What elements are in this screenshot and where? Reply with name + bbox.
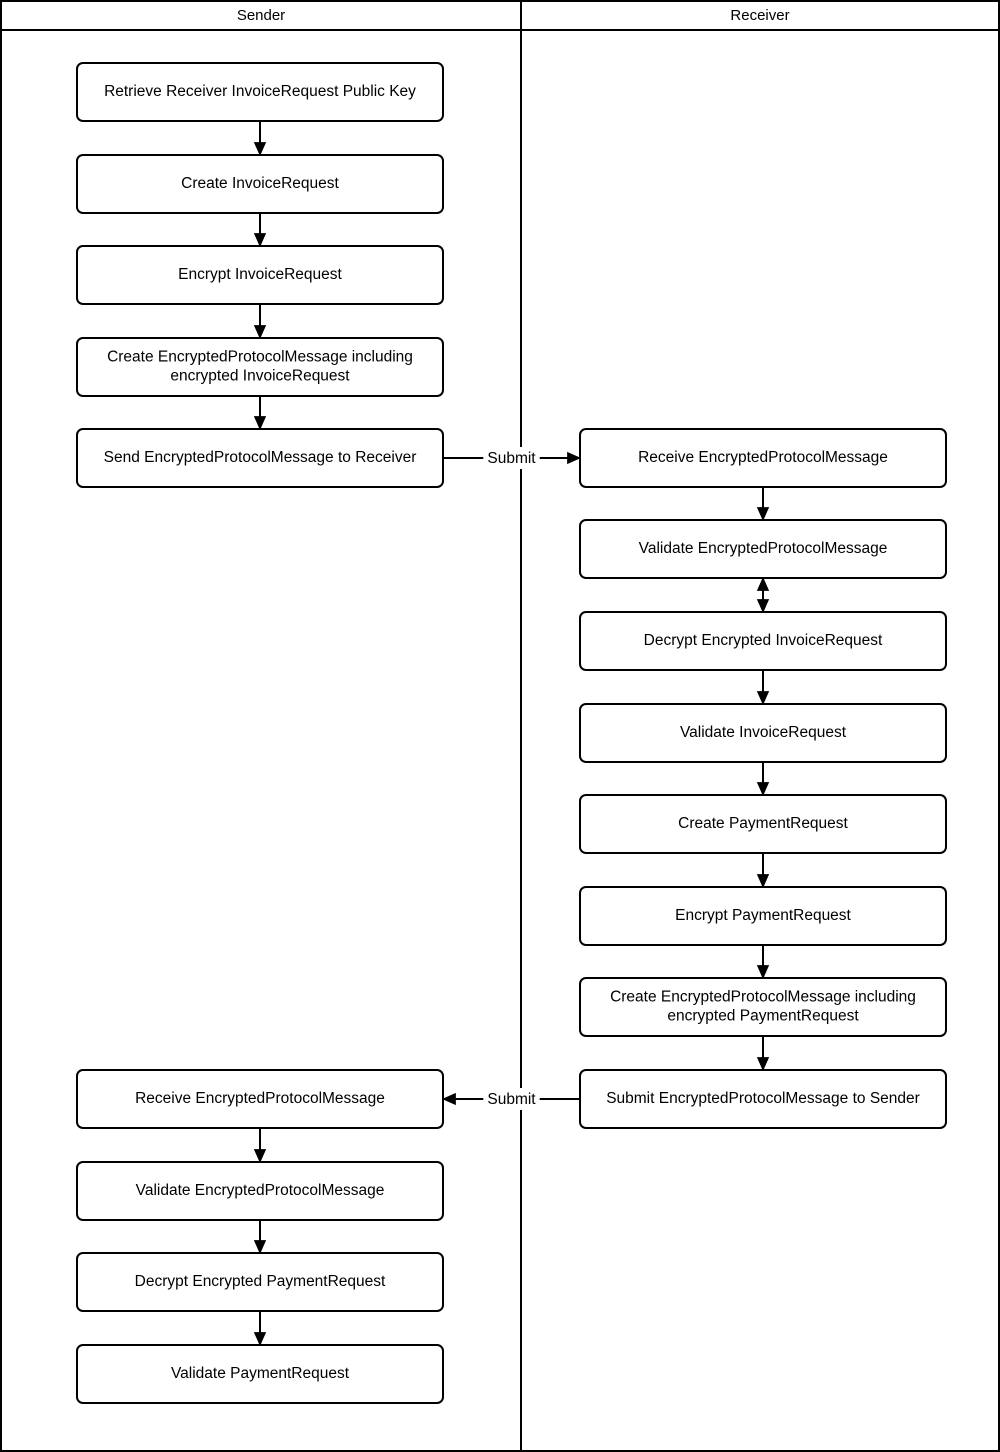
node-label: Receive EncryptedProtocolMessage xyxy=(135,1090,385,1107)
edge-n13-to-n14: Submit xyxy=(441,1088,580,1110)
node-box[interactable] xyxy=(76,154,444,214)
node-n12[interactable]: Create EncryptedProtocolMessage includin… xyxy=(579,977,947,1037)
node-n16[interactable]: Decrypt Encrypted PaymentRequest xyxy=(76,1252,444,1312)
node-box[interactable] xyxy=(579,1069,947,1129)
node-label: Decrypt Encrypted PaymentRequest xyxy=(135,1273,386,1290)
node-label: Send EncryptedProtocolMessage to Receive… xyxy=(104,449,417,466)
node-n9[interactable]: Validate InvoiceRequest xyxy=(579,703,947,763)
node-n7[interactable]: Validate EncryptedProtocolMessage xyxy=(579,519,947,579)
node-label: encrypted InvoiceRequest xyxy=(170,368,350,385)
node-label: Create PaymentRequest xyxy=(678,815,848,832)
node-box[interactable] xyxy=(579,977,947,1037)
node-label: Decrypt Encrypted InvoiceRequest xyxy=(644,632,883,649)
node-label: encrypted PaymentRequest xyxy=(667,1008,859,1025)
edge-label: Submit xyxy=(487,450,536,467)
node-box[interactable] xyxy=(76,337,444,397)
node-label: Validate EncryptedProtocolMessage xyxy=(136,1182,385,1199)
node-box[interactable] xyxy=(76,1344,444,1404)
node-box[interactable] xyxy=(579,428,947,488)
node-label: Validate EncryptedProtocolMessage xyxy=(639,540,888,557)
node-n10[interactable]: Create PaymentRequest xyxy=(579,794,947,854)
node-n17[interactable]: Validate PaymentRequest xyxy=(76,1344,444,1404)
edge-n5-to-n6: Submit xyxy=(443,447,582,469)
node-label: Create InvoiceRequest xyxy=(181,175,339,192)
node-label: Retrieve Receiver InvoiceRequest Public … xyxy=(104,83,416,100)
node-box[interactable] xyxy=(76,1161,444,1221)
node-box[interactable] xyxy=(579,703,947,763)
node-n4[interactable]: Create EncryptedProtocolMessage includin… xyxy=(76,337,444,397)
lane-header-sender: Sender xyxy=(237,7,285,24)
node-label: Validate PaymentRequest xyxy=(171,1365,350,1382)
node-n1[interactable]: Retrieve Receiver InvoiceRequest Public … xyxy=(76,62,444,122)
node-box[interactable] xyxy=(76,1069,444,1129)
node-n8[interactable]: Decrypt Encrypted InvoiceRequest xyxy=(579,611,947,671)
node-label: Encrypt InvoiceRequest xyxy=(178,266,342,283)
node-box[interactable] xyxy=(76,62,444,122)
node-n3[interactable]: Encrypt InvoiceRequest xyxy=(76,245,444,305)
node-n14[interactable]: Receive EncryptedProtocolMessage xyxy=(76,1069,444,1129)
node-box[interactable] xyxy=(579,886,947,946)
node-n11[interactable]: Encrypt PaymentRequest xyxy=(579,886,947,946)
node-label: Submit EncryptedProtocolMessage to Sende… xyxy=(606,1090,920,1107)
edge-label: Submit xyxy=(487,1091,536,1108)
node-n2[interactable]: Create InvoiceRequest xyxy=(76,154,444,214)
node-box[interactable] xyxy=(76,245,444,305)
lane-header-receiver: Receiver xyxy=(730,7,789,24)
node-label: Receive EncryptedProtocolMessage xyxy=(638,449,888,466)
node-label: Create EncryptedProtocolMessage includin… xyxy=(107,349,413,366)
node-n15[interactable]: Validate EncryptedProtocolMessage xyxy=(76,1161,444,1221)
node-n13[interactable]: Submit EncryptedProtocolMessage to Sende… xyxy=(579,1069,947,1129)
lane-header-layer: Sender Receiver xyxy=(237,7,790,24)
node-box[interactable] xyxy=(76,1252,444,1312)
node-box[interactable] xyxy=(579,519,947,579)
node-n6[interactable]: Receive EncryptedProtocolMessage xyxy=(579,428,947,488)
node-box[interactable] xyxy=(579,794,947,854)
node-layer: Retrieve Receiver InvoiceRequest Public … xyxy=(76,62,947,1404)
node-label: Create EncryptedProtocolMessage includin… xyxy=(610,989,916,1006)
node-n5[interactable]: Send EncryptedProtocolMessage to Receive… xyxy=(76,428,444,488)
edge-label-background xyxy=(483,1088,540,1110)
edge-label-background xyxy=(483,447,540,469)
node-label: Validate InvoiceRequest xyxy=(680,724,847,741)
node-box[interactable] xyxy=(579,611,947,671)
node-box[interactable] xyxy=(76,428,444,488)
node-label: Encrypt PaymentRequest xyxy=(675,907,851,924)
